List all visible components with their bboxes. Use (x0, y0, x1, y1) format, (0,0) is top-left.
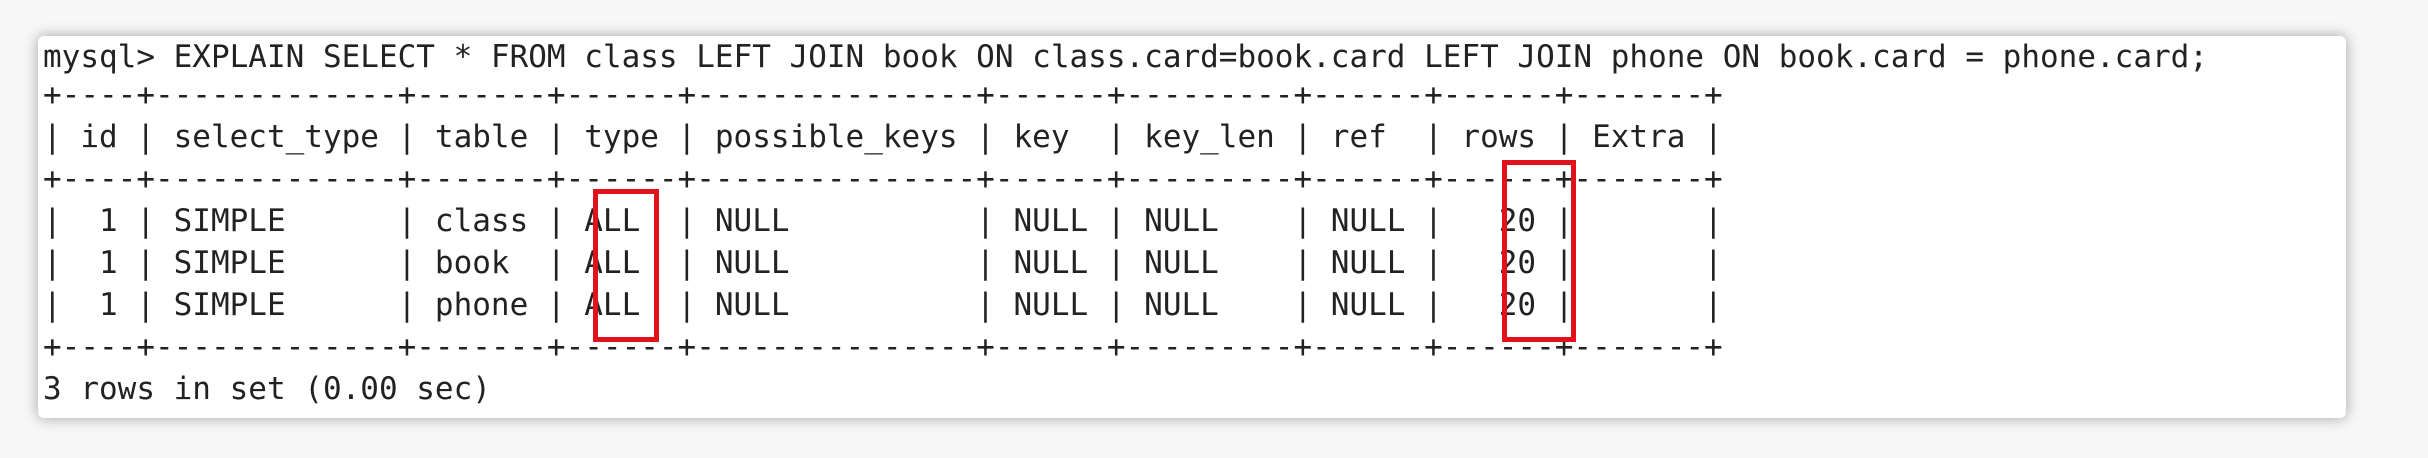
table-row: | 1 | SIMPLE | book | ALL | NULL | NULL … (43, 245, 1723, 281)
rows-column-highlight-box (1502, 160, 1576, 342)
sql-command-line: mysql> EXPLAIN SELECT * FROM class LEFT … (43, 39, 2208, 75)
table-separator-mid: +----+-------------+-------+------+-----… (43, 161, 1723, 197)
terminal-window[interactable]: mysql> EXPLAIN SELECT * FROM class LEFT … (38, 36, 2346, 418)
table-row: | 1 | SIMPLE | phone | ALL | NULL | NULL… (43, 287, 1723, 323)
result-footer: 3 rows in set (0.00 sec) (43, 371, 491, 407)
table-header-row: | id | select_type | table | type | poss… (43, 119, 1723, 155)
table-separator-top: +----+-------------+-------+------+-----… (43, 77, 1723, 113)
table-separator-bottom: +----+-------------+-------+------+-----… (43, 329, 1723, 365)
table-row: | 1 | SIMPLE | class | ALL | NULL | NULL… (43, 203, 1723, 239)
type-column-highlight-box (593, 189, 659, 342)
